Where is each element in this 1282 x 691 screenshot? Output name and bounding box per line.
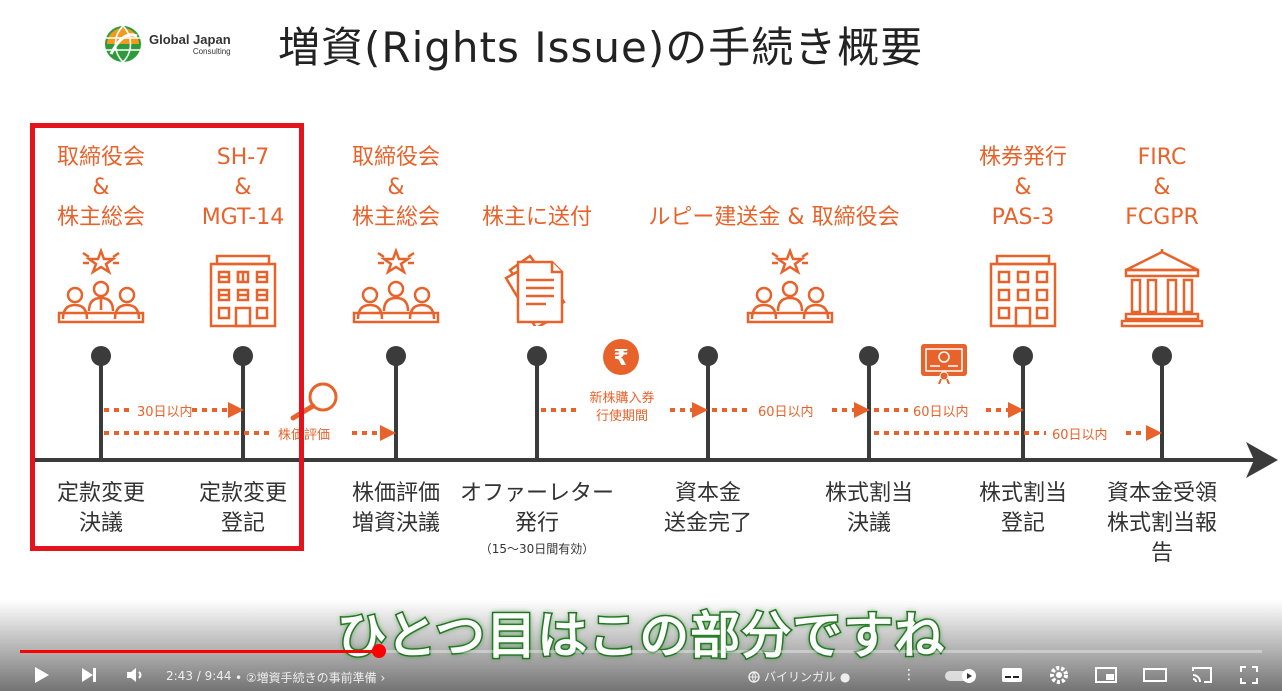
- arrow-label-valuation: 株価評価: [278, 428, 331, 443]
- next-icon: [82, 668, 96, 682]
- progress-scrubber[interactable]: [372, 644, 386, 658]
- player-controls-shade: [0, 600, 1282, 691]
- arrow-label-30days: 30日以内: [137, 405, 193, 420]
- progress-played: [20, 650, 379, 653]
- top-label-4: 株主に送付: [481, 205, 593, 230]
- top-label-1: 取締役会 & 株主総会: [56, 145, 146, 230]
- settings-button[interactable]: [1048, 664, 1070, 686]
- office-building-icon: [989, 254, 1057, 328]
- gear-icon: [1050, 666, 1068, 684]
- player-controls: 2:43 / 9:44 • ②増資手続きの事前準備 › バイリンガル ● ⋮: [0, 660, 1282, 691]
- audio-track-button[interactable]: バイリンガル ●: [748, 668, 850, 685]
- rupee-symbol: ₹: [613, 346, 628, 371]
- bottom-label-8: 資本金受領 株式割当報告: [1106, 481, 1217, 566]
- play-icon: [35, 667, 49, 683]
- arrow-label-exercise-period: 新株購入券 行使期間: [589, 391, 655, 424]
- arrow-label-60days-2: 60日以内: [913, 405, 969, 420]
- volume-icon: [127, 668, 142, 682]
- slide-title: 増資(Rights Issue)の手続き概要: [278, 23, 924, 72]
- top-label-2: SH-7 & MGT-14: [201, 145, 285, 230]
- cast-icon: [1192, 667, 1212, 683]
- logo-subtitle: Consulting: [192, 46, 231, 56]
- bottom-label-7: 株式割当 登記: [978, 481, 1068, 536]
- theater-icon: [1143, 668, 1167, 682]
- meeting-icon: [746, 247, 834, 324]
- autoplay-toggle-icon: [945, 669, 976, 683]
- cast-button[interactable]: [1190, 664, 1214, 686]
- meeting-icon: [352, 247, 440, 324]
- fullscreen-button[interactable]: [1238, 664, 1260, 686]
- volume-button[interactable]: [124, 664, 146, 686]
- bottom-label-2: 定款変更 登記: [198, 481, 288, 536]
- top-label-7: FIRC & FCGPR: [1125, 145, 1199, 230]
- arrow-label-60days-1: 60日以内: [758, 405, 814, 420]
- more-options-button[interactable]: ⋮: [902, 667, 916, 683]
- logo-name: Global Japan: [149, 31, 231, 47]
- timeline-diagram: [34, 346, 1278, 478]
- top-label-5: ルピー建送金 & 取締役会: [648, 205, 900, 230]
- highlight-box: [30, 123, 304, 551]
- audio-track-label: バイリンガル ●: [764, 670, 851, 684]
- next-button[interactable]: [78, 664, 100, 686]
- theater-mode-button[interactable]: [1142, 664, 1168, 686]
- time-display: 2:43 / 9:44: [166, 669, 232, 683]
- rupee-coin-icon: ₹: [603, 339, 639, 375]
- subtitle-caption: ひとつ目はこの部分ですね: [335, 606, 946, 667]
- globe-icon: [748, 670, 760, 683]
- chapter-title-button[interactable]: • ②増資手続きの事前準備 ›: [235, 671, 386, 685]
- miniplayer-button[interactable]: [1094, 664, 1118, 686]
- bottom-label-3: 株価評価 増資決議: [351, 481, 441, 536]
- office-building-icon: [209, 254, 277, 328]
- bottom-label-6: 株式割当 決議: [824, 481, 914, 536]
- offer-validity-note: （15～30日間有効）: [479, 542, 595, 556]
- subtitles-icon: [1002, 668, 1022, 682]
- subtitles-button[interactable]: [1000, 664, 1024, 686]
- play-button[interactable]: [30, 664, 52, 686]
- certificate-icon: [921, 344, 967, 384]
- top-label-6: 株券発行 & PAS-3: [978, 145, 1068, 230]
- documents-icon: [504, 254, 566, 326]
- progress-bar[interactable]: [20, 650, 1262, 653]
- company-logo: Global Japan Consulting: [103, 24, 231, 64]
- meeting-icon: [57, 247, 145, 324]
- bottom-label-5: 資本金 送金完了: [663, 481, 753, 536]
- autoplay-toggle[interactable]: [944, 668, 980, 684]
- miniplayer-icon: [1095, 667, 1117, 683]
- bottom-label-4: オファーレター 発行: [459, 481, 615, 536]
- bottom-label-1: 定款変更 決議: [56, 481, 146, 536]
- top-label-3: 取締役会 & 株主総会: [351, 145, 441, 230]
- bank-icon: [1120, 249, 1204, 328]
- arrow-label-60days-3: 60日以内: [1052, 428, 1108, 443]
- globe-logo-icon: [105, 25, 141, 63]
- fullscreen-icon: [1240, 666, 1258, 684]
